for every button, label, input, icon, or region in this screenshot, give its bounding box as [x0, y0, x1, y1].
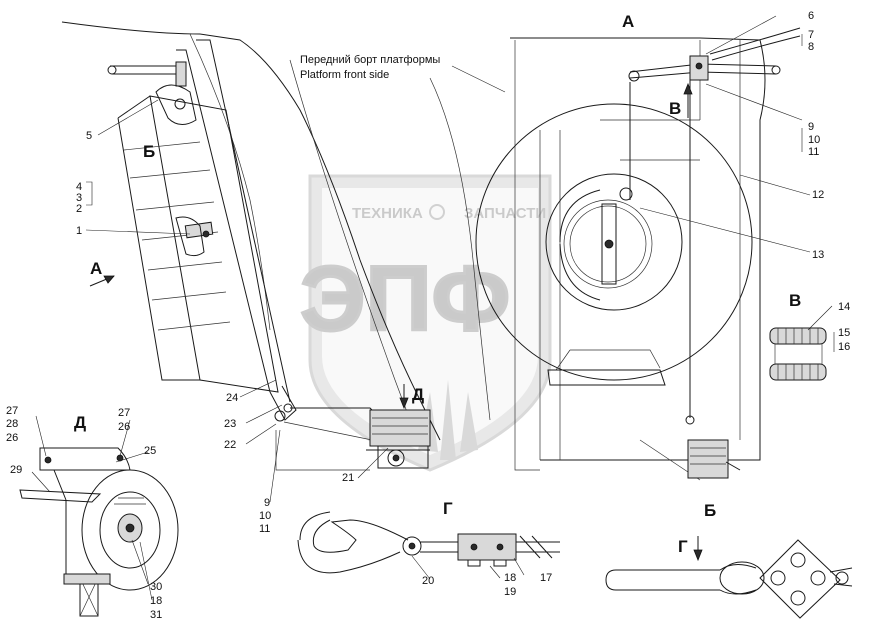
callout-11-lower: 11	[259, 523, 270, 535]
callout-17: 17	[540, 572, 552, 584]
callout-3: 3	[76, 192, 82, 204]
callout-20: 20	[422, 575, 434, 587]
callout-18: 18	[504, 572, 516, 584]
caption-front-side-ru: Передний борт платформы	[300, 54, 440, 66]
callout-1: 1	[76, 225, 82, 237]
watermark-logo: ЭПФ	[300, 248, 510, 350]
callout-2: 2	[76, 203, 82, 215]
detail-g-hook	[297, 511, 560, 574]
callout-8: 8	[808, 41, 814, 53]
callout-28: 28	[6, 418, 18, 430]
view-label-g-bottom: Г	[443, 499, 453, 518]
callout-5: 5	[86, 130, 92, 142]
top-lever	[628, 27, 801, 479]
callout-16: 16	[838, 341, 850, 353]
view-label-d-left: Д	[74, 413, 86, 432]
callout-15: 15	[838, 327, 850, 339]
callout-21: 21	[342, 472, 354, 484]
callout-18-lower: 18	[150, 595, 162, 607]
callout-9: 9	[808, 121, 814, 133]
callout-12: 12	[812, 189, 824, 201]
gear-icon	[429, 204, 445, 220]
callout-19: 19	[504, 586, 516, 598]
callout-27-left: 27	[6, 405, 18, 417]
callout-22: 22	[224, 439, 236, 451]
front-side-caption: Передний борт платформы Platform front s…	[300, 54, 506, 93]
callout-4: 4	[76, 181, 82, 193]
callout-7: 7	[808, 29, 814, 41]
view-label-v-arrow: В	[669, 99, 681, 118]
callout-23: 23	[224, 418, 236, 430]
callout-25: 25	[144, 445, 156, 457]
callout-29: 29	[10, 464, 22, 476]
detail-b-shackle	[605, 539, 853, 619]
view-label-b: Б	[143, 142, 155, 161]
callout-14: 14	[838, 301, 850, 313]
callout-9-lower: 9	[264, 497, 270, 509]
callout-30: 30	[150, 581, 162, 593]
detail-d-drum	[19, 447, 179, 617]
watermark-text-1: ТЕХНИКА	[352, 205, 423, 222]
tensioner-mechanism	[366, 409, 431, 469]
watermark: ТЕХНИКА ЗАПЧАСТИ ЭПФ	[299, 174, 552, 472]
callouts: 5 4 3 2 1 6 7 8 9 10 11 12 13 14 15 16 2…	[6, 10, 850, 621]
callout-11: 11	[808, 146, 819, 158]
view-label-a-top: А	[622, 12, 634, 31]
cab-outline	[61, 21, 766, 481]
callout-10-lower: 10	[259, 510, 271, 522]
winch-wheel	[475, 103, 753, 386]
caption-front-side-en: Platform front side	[300, 69, 389, 81]
callout-27-right: 27	[118, 407, 130, 419]
callout-31: 31	[150, 609, 162, 621]
leader-lines	[31, 15, 835, 601]
view-label-b-bottom: Б	[704, 501, 716, 520]
watermark-text-2: ЗАПЧАСТИ	[464, 205, 546, 222]
detail-v-pins	[769, 327, 827, 381]
callout-6: 6	[808, 10, 814, 22]
callout-26-right: 26	[118, 421, 130, 433]
left-assembly	[107, 39, 411, 471]
view-label-v-right: В	[789, 291, 801, 310]
view-label-d-arrow: Д	[412, 385, 424, 404]
callout-24: 24	[226, 392, 238, 404]
view-arrows	[89, 82, 703, 562]
callout-13: 13	[812, 249, 824, 261]
callout-10: 10	[808, 134, 820, 146]
view-label-g-arrow: Г	[678, 537, 688, 556]
callout-26-left: 26	[6, 432, 18, 444]
view-label-a-arrow: А	[90, 259, 102, 278]
